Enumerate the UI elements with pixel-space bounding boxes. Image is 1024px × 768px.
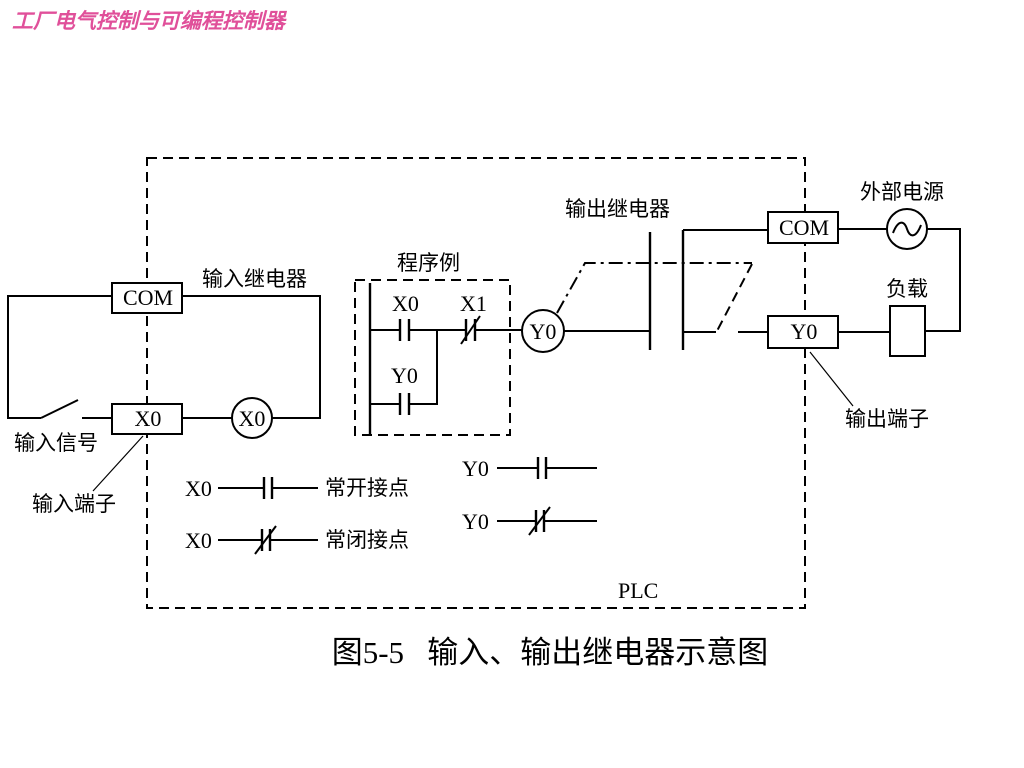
contact-x1-slash: [460, 315, 481, 345]
input-terminal-leader: [92, 435, 144, 492]
output-y0-terminal-label: Y0: [791, 319, 818, 344]
input-com-terminal: [111, 282, 183, 314]
load-icon: [889, 305, 926, 357]
input-relay-coil: [231, 397, 273, 439]
legend-nc-caption: 常闭接点: [325, 528, 409, 552]
ac-source-wave: [892, 221, 922, 237]
input-signal-caption: 输入信号: [14, 431, 98, 455]
program-example-box: [354, 279, 511, 436]
relay-linkage: [556, 262, 752, 314]
output-com-terminal: [767, 211, 839, 244]
output-switch-icon: [716, 263, 753, 332]
legend-nc-y0-label: Y0: [462, 509, 489, 534]
input-relay-coil-label: X0: [239, 406, 266, 431]
input-x0-terminal: [111, 403, 183, 435]
input-terminal-caption: 输入端子: [32, 492, 116, 516]
legend-nc-y0-slash: [528, 506, 551, 536]
output-relay-caption: 输出继电器: [565, 197, 670, 221]
input-relay-wire: [182, 295, 321, 419]
input-switch-icon: [40, 399, 79, 419]
plc-boundary: [146, 157, 806, 609]
output-terminal-leader: [809, 351, 854, 407]
legend-no-y0-label: Y0: [462, 456, 489, 481]
figure-caption: 图5-5 输入、输出继电器示意图: [332, 635, 769, 670]
input-relay-caption: 输入继电器: [202, 267, 307, 291]
input-com-terminal-label: COM: [123, 285, 173, 310]
power-source-caption: 外部电源: [860, 180, 944, 204]
program-example-title: 程序例: [397, 251, 460, 275]
legend-no-x0-label: X0: [185, 476, 212, 501]
legend-nc-x0-label: X0: [185, 528, 212, 553]
output-com-terminal-label: COM: [779, 215, 829, 240]
source-to-load-wire: [925, 228, 961, 332]
load-caption: 负载: [886, 277, 928, 301]
legend-nc-x0-slash: [254, 525, 277, 555]
output-circuit: 输出继电器 COM Y0 外部电源 负载 输出端子: [556, 180, 961, 431]
input-outer-wire: [7, 295, 112, 419]
program-example: 程序例 X0 X1 Y0 Y0: [354, 251, 565, 436]
input-circuit: COM X0 X0 输入继电器 输入信号 输入端子: [7, 267, 321, 516]
legend-no-caption: 常开接点: [325, 476, 409, 500]
slide-header-title: 工厂电气控制与可编程控制器: [12, 9, 288, 33]
contact-y0-label: Y0: [391, 363, 418, 388]
contact-x0-label: X0: [392, 291, 419, 316]
output-coil-y0-label: Y0: [530, 319, 557, 344]
branch-wire-b: [409, 330, 438, 405]
input-x0-terminal-label: X0: [135, 406, 162, 431]
contact-x1-label: X1: [460, 291, 487, 316]
contact-legend: X0 常开接点 X0 常闭接点 Y0 Y0: [185, 456, 597, 555]
output-terminal-caption: 输出端子: [845, 407, 929, 431]
plc-label: PLC: [618, 578, 658, 603]
output-y0-terminal: [767, 315, 839, 349]
